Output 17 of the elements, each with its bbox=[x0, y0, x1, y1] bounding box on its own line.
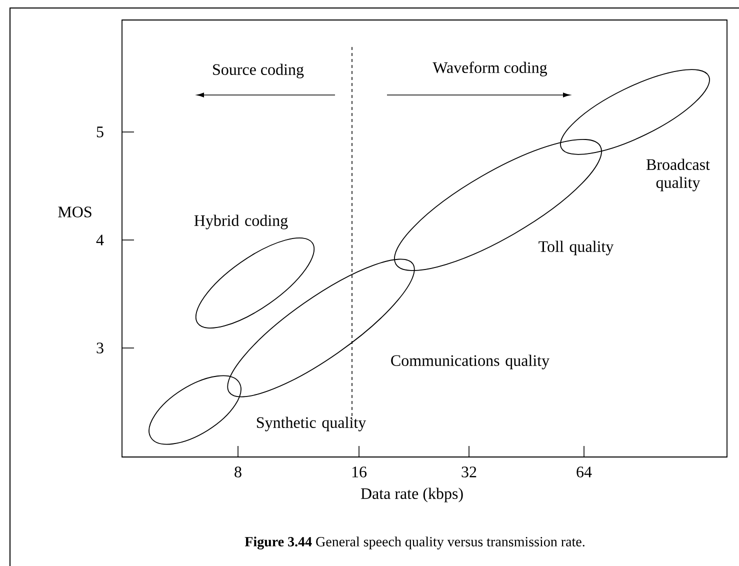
region-label: Communications quality bbox=[391, 354, 550, 370]
region-label: Toll quality bbox=[538, 240, 614, 256]
tick-label: 3 bbox=[96, 342, 104, 354]
axis-label: Data rate (kbps) bbox=[360, 488, 463, 502]
axis-label: MOS bbox=[58, 206, 92, 218]
region-label: Hybrid coding bbox=[194, 214, 288, 230]
tick-label: 5 bbox=[96, 126, 104, 138]
axis-note: Waveform coding bbox=[432, 62, 548, 76]
figure-caption: Figure 3.44 General speech quality versus transmission rate. bbox=[244, 536, 584, 550]
tick-label: 32 bbox=[462, 466, 476, 478]
tick-label: 64 bbox=[576, 466, 592, 478]
tick-label: 16 bbox=[352, 466, 367, 478]
tick-label: 4 bbox=[96, 234, 104, 246]
tick-label: 8 bbox=[234, 466, 242, 478]
region-label: Synthetic quality bbox=[256, 416, 366, 432]
region-label: Broadcast quality bbox=[646, 158, 710, 192]
axis-note: Source coding bbox=[213, 64, 304, 78]
